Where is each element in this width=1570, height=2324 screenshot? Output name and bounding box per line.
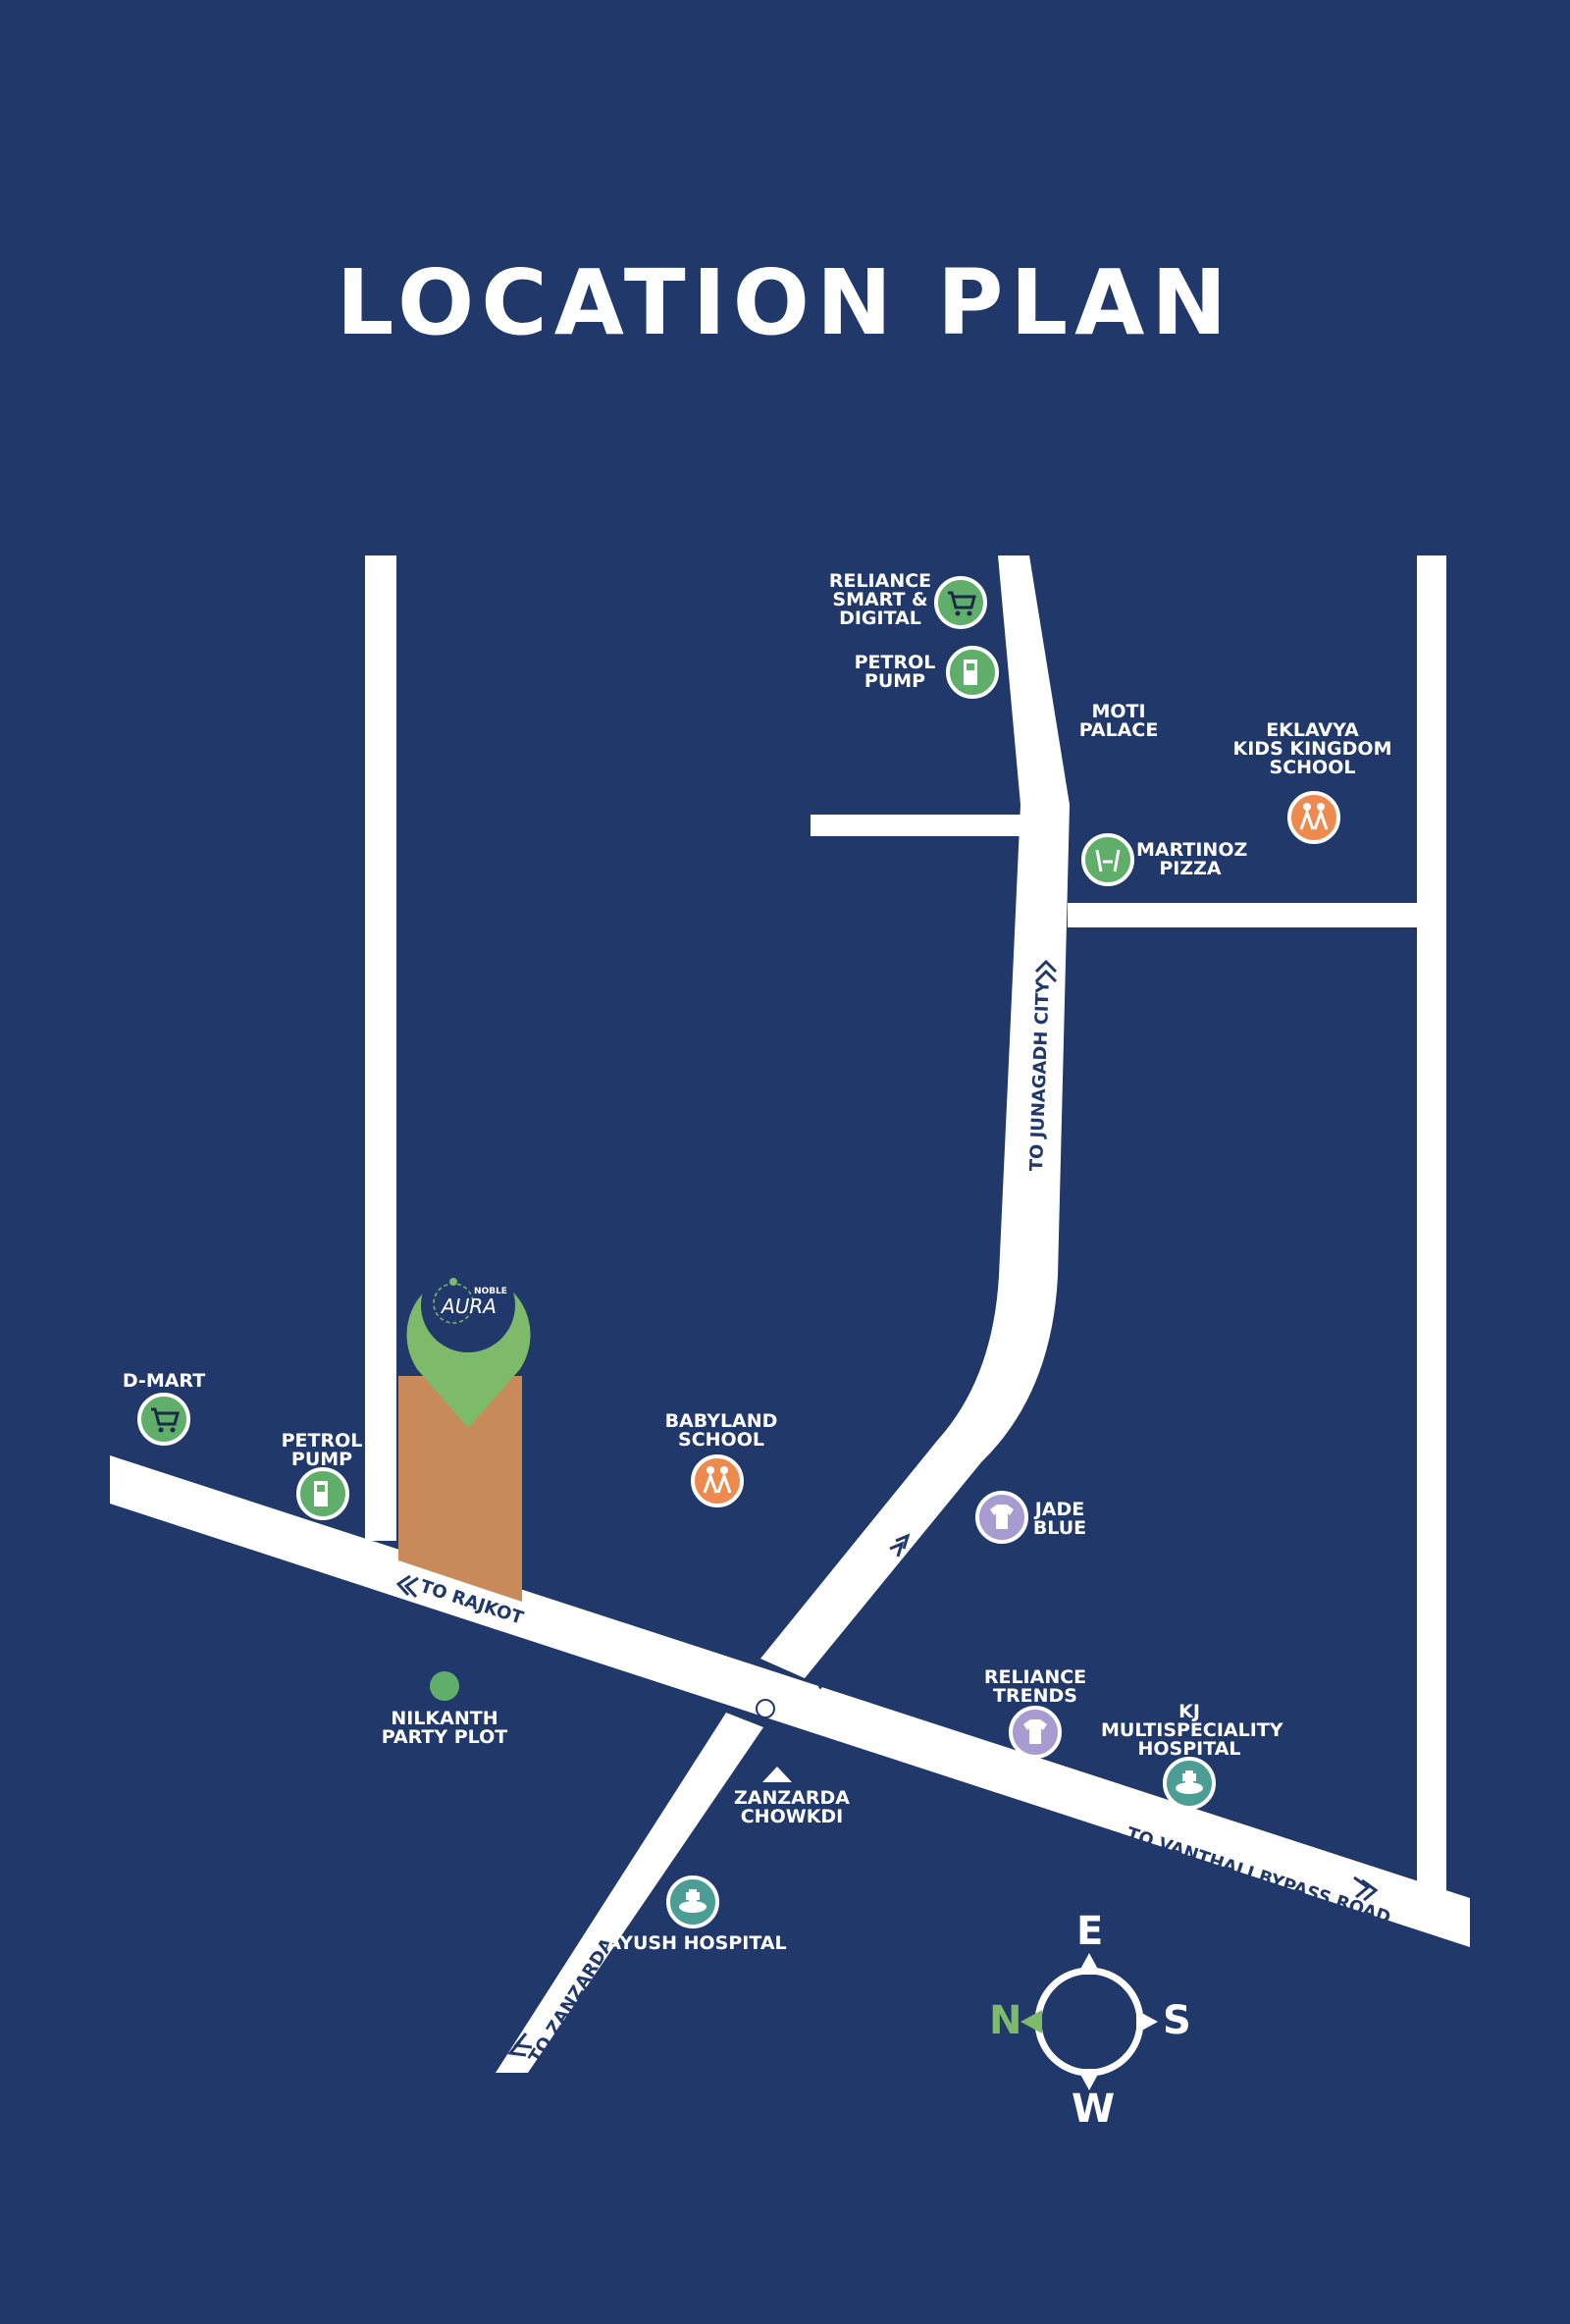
label-reliance-smart: RELIANCE SMART & DIGITAL [828, 570, 932, 629]
aura-logo-dot [449, 1278, 457, 1286]
compass-west-arrow [1077, 2069, 1101, 2090]
restaurant-icon[interactable] [1081, 833, 1134, 886]
school-children-icon[interactable] [1287, 791, 1340, 844]
markers [137, 576, 1340, 1928]
hospital-icon[interactable] [666, 1875, 719, 1928]
label-nilkanth: NILKANTH PARTY PLOT [381, 1708, 508, 1748]
road-zanzarda-upper [760, 555, 1070, 1678]
road-zanzarda-lower [496, 1713, 763, 2073]
label-kj-hospital: KJ MULTISPECIALITY HOSPITAL [1101, 1701, 1283, 1760]
label-reliance-trends: RELIANCE TRENDS [983, 1666, 1087, 1707]
label-petrol-pump-top: PETROL PUMP [854, 652, 936, 692]
compass-north-label: N [989, 1998, 1022, 2043]
chevron-right-icon [889, 1533, 911, 1558]
road-right-vertical [1417, 555, 1446, 1898]
chevron-right-icon [1034, 959, 1058, 983]
road-chevrons [395, 959, 1379, 2057]
compass-east-arrow [1077, 1953, 1101, 1975]
label-petrol-pump-left: PETROL PUMP [281, 1430, 363, 1470]
label-babyland: BABYLAND SCHOOL [664, 1410, 778, 1451]
label-zanzarda-chowkdi: ZANZARDA CHOWKDI [734, 1787, 850, 1827]
tshirt-icon[interactable] [1009, 1706, 1062, 1759]
tshirt-icon[interactable] [975, 1491, 1028, 1544]
school-children-icon[interactable] [691, 1454, 744, 1507]
compass-south-arrow [1136, 2010, 1158, 2034]
compass [1020, 1953, 1158, 2090]
page-title: LOCATION PLAN [336, 250, 1234, 355]
dot-icon[interactable] [430, 1671, 459, 1701]
label-d-mart: D-MART [122, 1370, 206, 1392]
road-right-horizontal [1068, 903, 1418, 927]
road-left-vertical [365, 555, 396, 1541]
compass-ring [1034, 1967, 1144, 2077]
road-main-diagonal [110, 1455, 1470, 1947]
chevron-right-icon [1353, 1875, 1379, 1902]
label-eklavya: EKLAVYA KIDS KINGDOM SCHOOL [1232, 719, 1392, 778]
compass-east-label: E [1076, 1909, 1104, 1954]
compass-west-label: W [1072, 2086, 1116, 2132]
fuel-pump-icon[interactable] [946, 646, 999, 699]
label-moti-palace: MOTI PALACE [1078, 701, 1159, 741]
label-jade-blue: JADE BLUE [1032, 1499, 1087, 1539]
chevron-left-icon [395, 1574, 419, 1599]
project-brand: NOBLE [474, 1287, 507, 1296]
shopping-cart-icon[interactable] [137, 1393, 190, 1446]
roads [110, 555, 1470, 2073]
project-plot [398, 1376, 522, 1602]
compass-south-label: S [1163, 1998, 1191, 2043]
road-top-stub [811, 815, 1033, 836]
project-location-pin[interactable]: NOBLE AURA [406, 1258, 531, 1428]
label-ayush: AYUSH HOSPITAL [606, 1932, 787, 1954]
shopping-cart-icon[interactable] [934, 576, 987, 629]
project-name: AURA [440, 1294, 497, 1318]
triangle-icon[interactable] [762, 1767, 792, 1782]
hospital-icon[interactable] [1163, 1757, 1216, 1810]
compass-north-arrow [1020, 2010, 1042, 2034]
pin-inner-circle [421, 1258, 515, 1352]
roundabout [756, 1699, 775, 1718]
chevron-left-icon [507, 2033, 533, 2057]
fuel-pump-icon[interactable] [296, 1467, 349, 1520]
label-martinoz: MARTINOZ PIZZA [1136, 839, 1248, 879]
